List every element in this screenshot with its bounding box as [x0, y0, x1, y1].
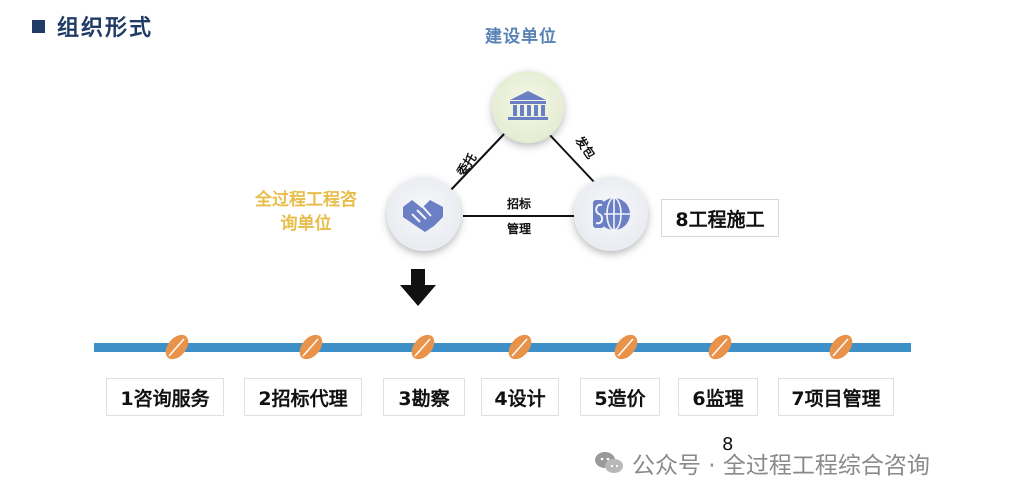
leaf-icon — [708, 334, 732, 360]
service-item-cost: 5造价 — [580, 378, 660, 416]
watermark-text: 公众号 · 全过程工程综合咨询 — [632, 453, 930, 479]
edge-owner-consultant — [447, 132, 506, 194]
leaf-icon — [299, 334, 323, 360]
leaf-icon — [829, 334, 853, 360]
owner-label: 建设单位 — [485, 27, 557, 47]
service-item-supervision: 6监理 — [678, 378, 758, 416]
globe-dollar-icon — [593, 197, 630, 231]
wechat-icon — [595, 452, 623, 473]
leaf-icon — [165, 334, 189, 360]
watermark: 公众号 · 全过程工程综合咨询 — [594, 446, 930, 480]
consultant-label-line: 询单位 — [280, 214, 332, 234]
leaf-icon — [411, 334, 435, 360]
leaf-markers — [165, 334, 853, 360]
consultant-node — [387, 177, 461, 251]
title-bullet-icon — [32, 19, 45, 33]
owner-node — [492, 71, 564, 143]
timeline-bar — [94, 343, 911, 352]
handshake-icon — [403, 200, 443, 232]
leaf-icon — [614, 334, 638, 360]
edge-label-bidding: 招标 — [507, 196, 531, 211]
contractor-node — [574, 177, 648, 251]
consultant-label: 全过程工程咨 询单位 — [236, 188, 376, 236]
service-item-project-management: 7项目管理 — [778, 378, 894, 416]
service-item-bidding-agency: 2招标代理 — [244, 378, 362, 416]
bank-icon — [508, 91, 548, 120]
service-item-survey: 3勘察 — [383, 378, 465, 416]
page-number: 8 — [722, 434, 734, 455]
consultant-label-line: 全过程工程咨 — [255, 190, 357, 210]
section-title: 组织形式 — [32, 10, 153, 42]
contractor-label: 8工程施工 — [661, 199, 779, 237]
title-text: 组织形式 — [57, 16, 154, 41]
edge-label-contract: 发包 — [572, 132, 599, 161]
arrow-down-icon — [400, 269, 436, 306]
edge-owner-contractor — [547, 132, 596, 184]
service-item-design: 4设计 — [481, 378, 559, 416]
service-item-consulting: 1咨询服务 — [106, 378, 224, 416]
edge-label-management: 管理 — [507, 221, 531, 236]
leaf-icon — [508, 334, 532, 360]
